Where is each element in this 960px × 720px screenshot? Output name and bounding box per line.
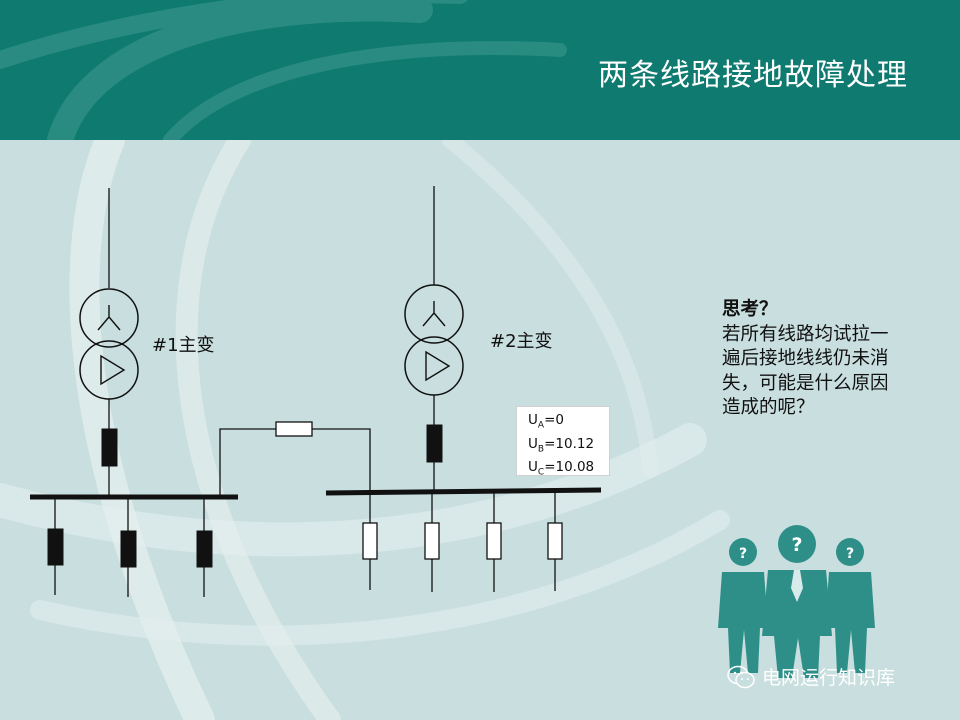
t1-lv-winding — [79, 340, 139, 400]
footer-source: 电网运行知识库 — [726, 663, 895, 690]
transformer2-label: #2主变 — [490, 331, 553, 352]
t1-hv-winding — [79, 288, 139, 348]
bus2-feeder-3-breaker-open — [486, 522, 502, 560]
question-line: 失，可能是什么原因 — [722, 372, 889, 394]
bus-tie-breaker-open — [275, 421, 313, 437]
question-box: 思考？ 若所有线路均试拉一 遍后接地线线仍未消 失，可能是什么原因 造成的呢？ — [722, 298, 942, 421]
bus1-feeder-3-breaker-closed — [196, 530, 213, 568]
question-line: 遍后接地线线仍未消 — [722, 348, 889, 369]
busbar-2 — [325, 487, 602, 496]
question-mark-icon: ? — [739, 546, 747, 562]
t1-wye-symbol — [97, 305, 121, 331]
question-mark-icon: ? — [846, 546, 854, 562]
voltage-ub: UB=10.12 — [528, 435, 595, 455]
source-label: 电网运行知识库 — [762, 667, 896, 689]
page-title: 两条线路接地故障处理 — [598, 58, 908, 93]
thinking-people-illustration: ? ? ? — [718, 525, 875, 678]
voltage-readout: UA=0 UB=10.12 UC=10.08 — [516, 406, 610, 478]
t2-wye-symbol — [422, 301, 446, 327]
background-swirl — [0, 140, 730, 720]
voltage-ua: UA=0 — [528, 412, 564, 431]
t2-breaker-closed — [426, 424, 443, 463]
wechat-icon — [727, 665, 755, 688]
bus2-feeder-1-breaker-open — [362, 522, 378, 560]
question-line: 若所有线路均试拉一 — [722, 323, 889, 345]
transformer1-label: #1主变 — [152, 335, 215, 356]
bus1-feeder-1-breaker-closed — [47, 528, 64, 566]
t2-lv-winding — [404, 336, 464, 396]
person-left-icon — [718, 538, 768, 673]
question-heading: 思考？ — [722, 299, 778, 320]
bus1-feeder-2-breaker-closed — [120, 530, 137, 568]
t1-delta-symbol — [100, 354, 126, 386]
bus-tie-line — [219, 428, 371, 497]
bus2-feeder-2-breaker-open — [424, 522, 440, 560]
voltage-uc: UC=10.08 — [528, 459, 595, 479]
header-bar: 两条线路接地故障处理 — [0, 0, 960, 140]
question-line: 造成的呢？ — [722, 397, 815, 418]
question-mark-icon: ? — [791, 534, 802, 556]
t2-delta-symbol — [425, 350, 451, 382]
bus2-feeder-4-breaker-open — [547, 522, 563, 560]
t1-breaker-closed — [101, 428, 118, 467]
person-center-icon — [762, 525, 832, 678]
t2-hv-winding — [404, 284, 464, 344]
person-right-icon — [825, 538, 875, 673]
header-swirl — [0, 0, 567, 140]
